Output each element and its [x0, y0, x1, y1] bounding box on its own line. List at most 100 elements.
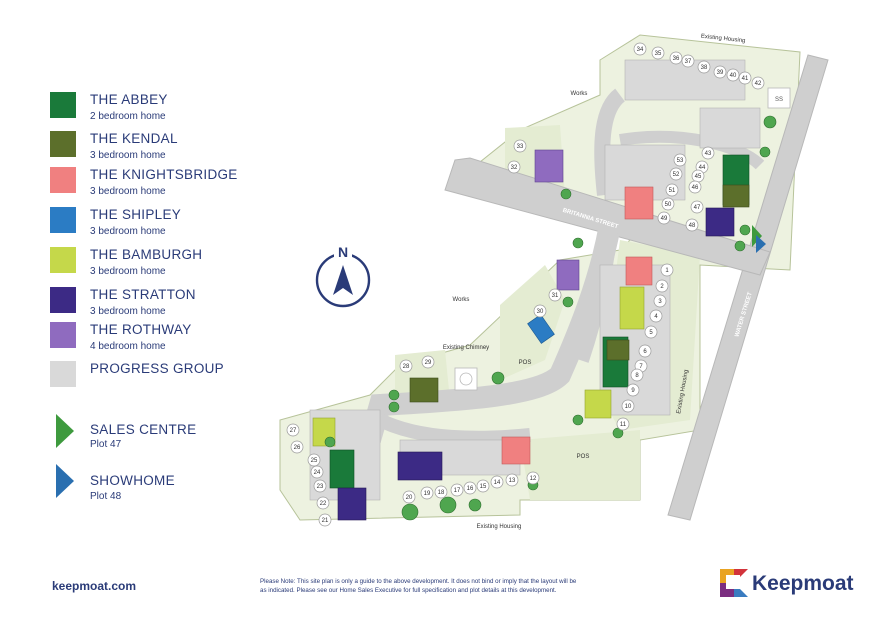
plot-marker-10[interactable]: 10	[621, 399, 635, 413]
plot-number: 7	[639, 364, 643, 370]
plot-number: 44	[699, 165, 706, 171]
plot-marker-17[interactable]: 17	[450, 483, 464, 497]
plot-marker-3[interactable]: 3	[653, 294, 667, 308]
house-kendal-east[interactable]	[606, 339, 630, 361]
plot-marker-13[interactable]: 13	[505, 473, 519, 487]
house-kendal-ne[interactable]	[722, 184, 750, 208]
plot-marker-26[interactable]: 26	[290, 440, 304, 454]
plot-marker-25[interactable]: 25	[307, 453, 321, 467]
plot-marker-47[interactable]: 47	[690, 200, 704, 214]
plot-marker-5[interactable]: 5	[644, 325, 658, 339]
house-knightsbridge-north[interactable]	[624, 186, 654, 220]
plot-marker-27[interactable]: 27	[286, 423, 300, 437]
plot-marker-circle	[507, 160, 521, 174]
rothway-swatch	[50, 322, 76, 348]
plot-marker-22[interactable]: 22	[316, 496, 330, 510]
legend-item-knightsbridge: THE KNIGHTSBRIDGE 3 bedroom home	[50, 167, 280, 203]
plot-marker-33[interactable]: 33	[513, 139, 527, 153]
website-link[interactable]: keepmoat.com	[52, 579, 137, 593]
plot-marker-49[interactable]: 49	[657, 211, 671, 225]
house-bamburgh-southeast[interactable]	[584, 389, 612, 419]
plot-marker-1[interactable]: 1	[660, 263, 674, 277]
plot-marker-6[interactable]: 6	[638, 344, 652, 358]
house-stratton-south[interactable]	[397, 451, 443, 481]
plot-marker-48[interactable]: 48	[685, 218, 699, 232]
sales-centre-plot: Plot 47	[90, 439, 122, 450]
plot-marker-32[interactable]: 32	[507, 160, 521, 174]
house-bamburgh-east[interactable]	[619, 286, 645, 330]
plot-marker-36[interactable]: 36	[669, 51, 683, 65]
plot-marker-45[interactable]: 45	[691, 169, 705, 183]
plot-marker-circle	[751, 76, 765, 90]
showhome-marker-icon	[56, 464, 74, 498]
plot-marker-21[interactable]: 21	[318, 513, 332, 527]
plot-marker-52[interactable]: 52	[669, 167, 683, 181]
plot-marker-15[interactable]: 15	[476, 479, 490, 493]
progress-group-swatch	[50, 361, 76, 387]
house-stratton-ne[interactable]	[705, 207, 735, 237]
house-rothway-31[interactable]	[556, 259, 580, 291]
plot-marker-50[interactable]: 50	[661, 197, 675, 211]
plot-number: 16	[467, 486, 474, 492]
plot-marker-20[interactable]: 20	[402, 490, 416, 504]
plot-marker-18[interactable]: 18	[434, 485, 448, 499]
plot-marker-9[interactable]: 9	[626, 383, 640, 397]
plot-marker-38[interactable]: 38	[697, 60, 711, 74]
plot-marker-circle	[505, 473, 519, 487]
plot-marker-12[interactable]: 12	[526, 471, 540, 485]
plot-marker-42[interactable]: 42	[751, 76, 765, 90]
house-rothway-north[interactable]	[534, 149, 564, 183]
plot-marker-34[interactable]: 34	[633, 42, 647, 56]
plot-number: 20	[406, 495, 413, 501]
house-stratton-west[interactable]	[337, 487, 367, 521]
plot-number: 45	[695, 174, 702, 180]
plot-marker-circle	[669, 167, 683, 181]
water-street-road	[667, 54, 829, 521]
plot-marker-41[interactable]: 41	[738, 71, 752, 85]
plot-number: 8	[635, 373, 639, 379]
plot-number: 32	[511, 165, 518, 171]
plot-marker-39[interactable]: 39	[713, 65, 727, 79]
plot-marker-circle	[697, 60, 711, 74]
plot-marker-24[interactable]: 24	[310, 465, 324, 479]
house-knightsbridge-south[interactable]	[501, 436, 531, 465]
plot-marker-14[interactable]: 14	[490, 475, 504, 489]
plot-marker-circle	[665, 183, 679, 197]
plot-number: 2	[660, 284, 664, 290]
plot-marker-29[interactable]: 29	[421, 355, 435, 369]
plot-marker-8[interactable]: 8	[630, 368, 644, 382]
legend-item-kendal: THE KENDAL 3 bedroom home	[50, 131, 280, 167]
plot-marker-23[interactable]: 23	[313, 479, 327, 493]
plot-marker-19[interactable]: 19	[420, 486, 434, 500]
plot-marker-53[interactable]: 53	[673, 153, 687, 167]
progress-group-block-north	[624, 59, 746, 101]
estate-road-south	[376, 413, 531, 445]
house-shipley-30[interactable]	[527, 314, 555, 344]
plot-marker-circle	[669, 51, 683, 65]
plot-marker-2[interactable]: 2	[655, 279, 669, 293]
showhome-map-marker-icon[interactable]	[756, 235, 766, 253]
plot-marker-28[interactable]: 28	[399, 359, 413, 373]
plot-marker-37[interactable]: 37	[681, 54, 695, 68]
plot-marker-circle	[633, 42, 647, 56]
shipley-swatch	[50, 207, 76, 233]
site-plan-map: SS N Existing Housing Works Works BRITAN…	[279, 34, 829, 530]
plot-marker-11[interactable]: 11	[616, 417, 630, 431]
house-knightsbridge-east[interactable]	[625, 256, 653, 286]
plot-marker-circle	[490, 475, 504, 489]
plot-marker-35[interactable]: 35	[651, 46, 665, 60]
plot-marker-31[interactable]: 31	[548, 288, 562, 302]
plot-marker-51[interactable]: 51	[665, 183, 679, 197]
plot-marker-16[interactable]: 16	[463, 481, 477, 495]
plot-marker-circle	[318, 513, 332, 527]
plot-marker-43[interactable]: 43	[701, 146, 715, 160]
plot-marker-30[interactable]: 30	[533, 304, 547, 318]
plot-marker-40[interactable]: 40	[726, 68, 740, 82]
plot-marker-46[interactable]: 46	[688, 180, 702, 194]
house-abbey-west[interactable]	[329, 449, 355, 489]
plot-number: 28	[403, 364, 410, 370]
plot-marker-4[interactable]: 4	[649, 309, 663, 323]
plot-marker-circle	[450, 483, 464, 497]
plot-marker-circle	[626, 383, 640, 397]
house-kendal-28[interactable]	[409, 377, 439, 403]
